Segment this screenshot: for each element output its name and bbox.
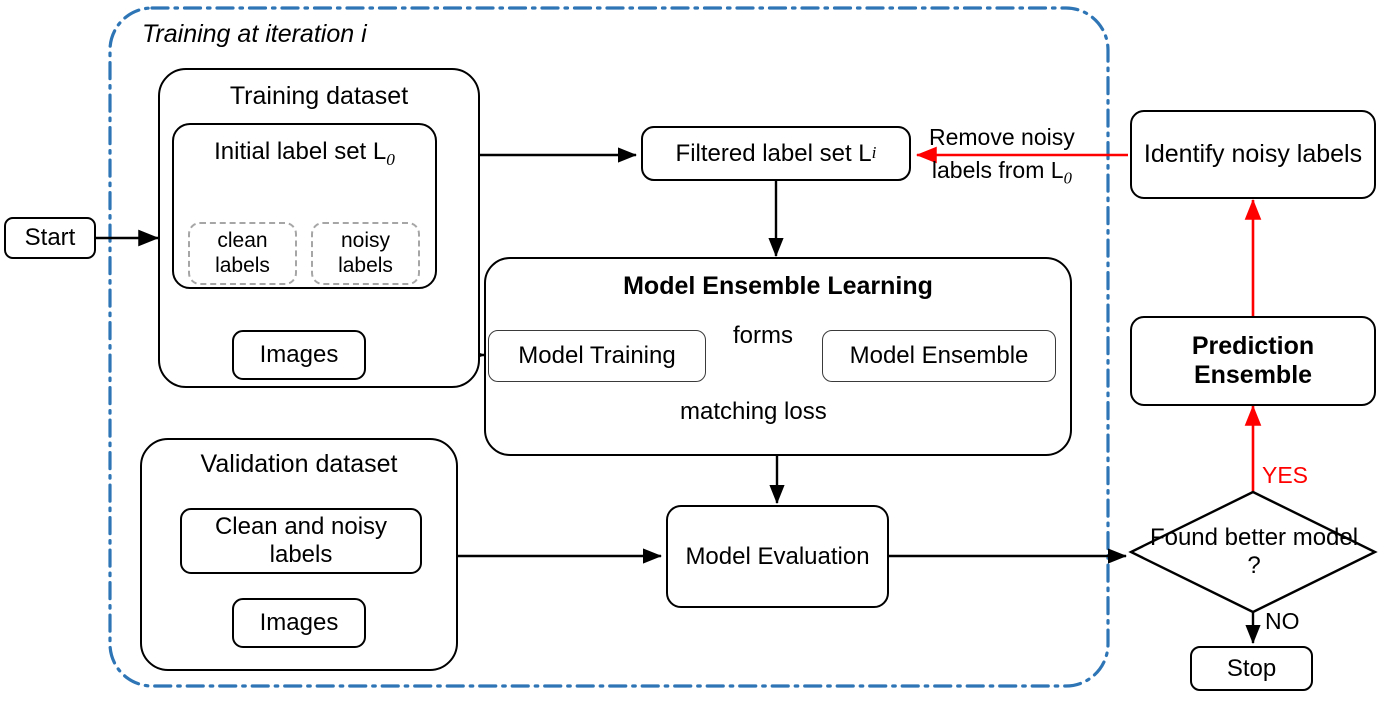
- initial-label-set-text: Initial label set L: [214, 138, 387, 165]
- no-edge-label: NO: [1265, 608, 1300, 634]
- remove-noisy-line-2-text: labels from L: [931, 157, 1064, 184]
- images-validation-node[interactable]: Images: [232, 598, 366, 648]
- training-dataset-label: Training dataset: [229, 82, 409, 110]
- filtered-label-set-text: Filtered label set L: [675, 139, 872, 167]
- noisy-labels-node[interactable]: noisy labels: [311, 222, 420, 285]
- stop-node[interactable]: Stop: [1190, 646, 1313, 691]
- matching-loss-edge-label: matching loss: [680, 398, 827, 425]
- remove-noisy-subscript: 0: [1063, 168, 1072, 188]
- clean-labels-node[interactable]: clean labels: [188, 222, 297, 285]
- model-training-node[interactable]: Model Training: [488, 330, 706, 382]
- model-ensemble-learning-label: Model Ensemble Learning: [623, 272, 933, 300]
- validation-dataset-label: Validation dataset: [200, 450, 398, 478]
- remove-noisy-labels-edge-label: Remove noisy labels from L0: [929, 121, 1075, 191]
- identify-noisy-labels-node[interactable]: Identify noisy labels: [1130, 110, 1376, 199]
- initial-label-set-label: Initial label set L0: [172, 138, 437, 170]
- decision-node-label[interactable]: Found better model ?: [1149, 524, 1359, 579]
- images-training-node[interactable]: Images: [232, 330, 366, 380]
- filtered-label-set-subscript: i: [871, 143, 877, 163]
- clean-and-noisy-labels-node[interactable]: Clean and noisy labels: [180, 508, 422, 574]
- region-title: Training at iteration i: [142, 20, 367, 48]
- remove-noisy-line-2: labels from L0: [929, 154, 1075, 191]
- yes-edge-label: YES: [1262, 462, 1309, 488]
- forms-edge-label: forms: [733, 322, 793, 349]
- model-ensemble-node[interactable]: Model Ensemble: [822, 330, 1056, 382]
- remove-noisy-line-1: Remove noisy: [929, 124, 1075, 150]
- model-evaluation-node[interactable]: Model Evaluation: [666, 505, 889, 608]
- start-node[interactable]: Start: [4, 217, 96, 259]
- prediction-ensemble-node[interactable]: Prediction Ensemble: [1130, 316, 1376, 406]
- initial-label-set-subscript: 0: [386, 149, 395, 169]
